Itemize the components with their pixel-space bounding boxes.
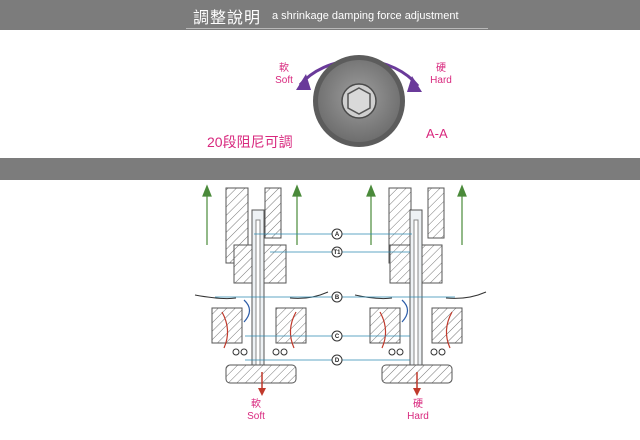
hex-socket-icon [347, 87, 371, 115]
flow-arrows [202, 184, 467, 245]
reference-lines [215, 233, 455, 361]
marker-t1-text: T1 [333, 250, 341, 256]
page-subtitle: a shrinkage damping force adjustment [272, 10, 459, 22]
marker-d-text: D [335, 358, 340, 364]
marker-a-text: A [335, 232, 340, 238]
marker-t1 [331, 246, 343, 258]
marker-c [331, 330, 343, 342]
hard-label-top: 硬 Hard [430, 63, 452, 86]
damping-steps-label: 20段阻尼可調 [207, 134, 293, 150]
soft-label-top: 軟 Soft [275, 63, 293, 86]
title-underline [186, 28, 488, 29]
section-label: A-A [426, 126, 448, 141]
marker-d [331, 354, 343, 366]
page-title: 調整說明 [193, 8, 262, 27]
marker-a [331, 228, 343, 240]
arc-arrow-right-icon [407, 76, 422, 92]
divider-band [0, 158, 640, 180]
valve-assembly-soft [194, 187, 329, 396]
soft-label-bottom: 軟 Soft [247, 399, 265, 422]
marker-c-text: C [335, 334, 340, 340]
marker-b [331, 291, 343, 303]
marker-b-text: B [335, 295, 340, 301]
arc-arrow-left-icon [296, 74, 311, 90]
valve-assembly-hard [354, 187, 487, 396]
hard-label-bottom: 硬 Hard [407, 399, 429, 422]
header-band [0, 0, 640, 30]
